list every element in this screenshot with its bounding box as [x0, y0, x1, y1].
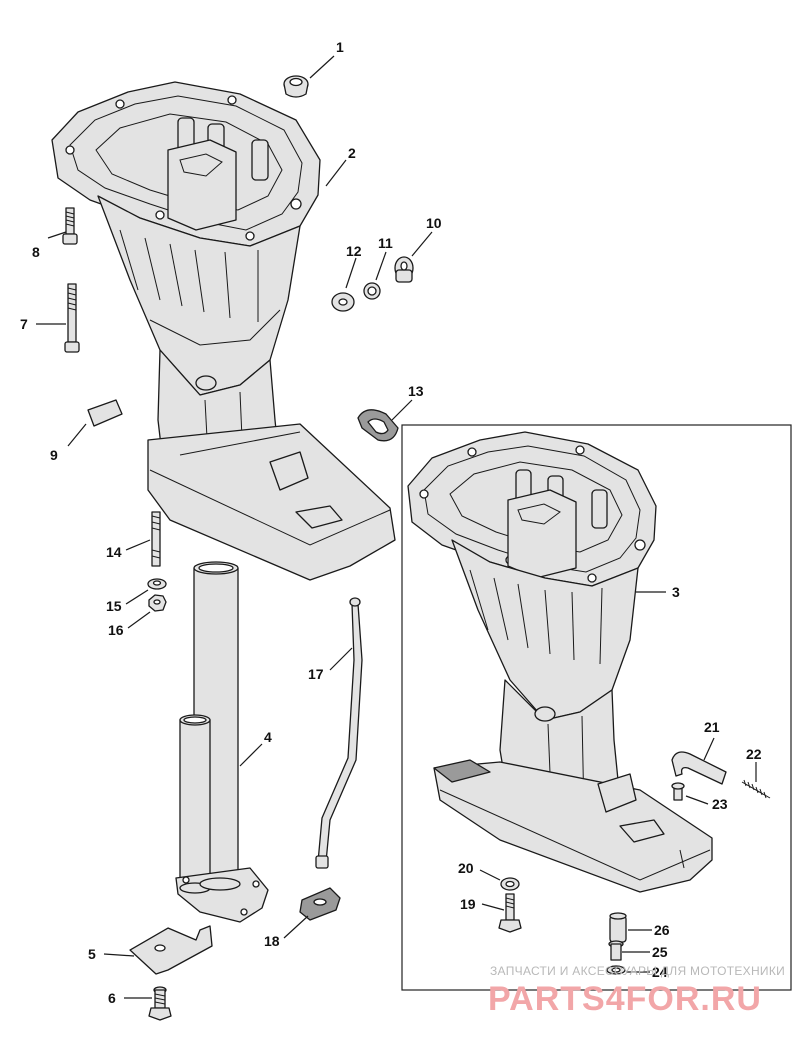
spring-part-22 [741, 779, 771, 799]
callout-labels: 1 2 3 4 5 6 7 8 9 10 11 12 13 14 15 16 1… [20, 39, 762, 1006]
washer-part-15 [147, 578, 167, 590]
callout-6: 6 [108, 990, 116, 1006]
driveshaft-housing-part-2 [51, 81, 396, 581]
leader-lines [36, 55, 757, 999]
water-tube-part-17 [315, 597, 363, 869]
callout-17: 17 [308, 666, 324, 682]
pin-part-25 [608, 940, 624, 961]
callout-11: 11 [378, 235, 393, 251]
long-bolt-part-7 [64, 283, 80, 353]
callout-24: 24 [652, 964, 668, 980]
callout-15: 15 [106, 598, 122, 614]
callout-2: 2 [348, 145, 356, 161]
callout-22: 22 [746, 746, 762, 762]
exhaust-tube-part-4 [175, 561, 269, 923]
lock-washer-part-11 [363, 282, 381, 300]
callout-7: 7 [20, 316, 28, 332]
callout-10: 10 [426, 215, 442, 231]
sleeve-part-26 [609, 912, 627, 943]
screw-part-6 [148, 986, 172, 1021]
stud-part-14 [151, 511, 161, 567]
fitting-part-10 [394, 256, 414, 283]
callout-3: 3 [672, 584, 680, 600]
callout-19: 19 [460, 896, 476, 912]
callout-1: 1 [336, 39, 344, 55]
callout-18: 18 [264, 933, 280, 949]
washer-part-20 [500, 877, 520, 891]
bolt-part-19 [498, 893, 522, 933]
grommet-part-18 [299, 887, 341, 921]
callout-20: 20 [458, 860, 474, 876]
watermark: ЗАПЧАСТИ И АКСЕССУАРЫ ДЛЯ МОТОТЕХНИКИ PA… [488, 964, 785, 1018]
bolt-part-8 [62, 207, 78, 245]
callout-21: 21 [704, 719, 720, 735]
inset-frame [401, 424, 792, 991]
watermark-caption: ЗАПЧАСТИ И АКСЕССУАРЫ ДЛЯ МОТОТЕХНИКИ [490, 964, 785, 978]
fitting-part-23 [671, 782, 685, 801]
driveshaft-housing-part-3 [407, 431, 713, 893]
callout-26: 26 [654, 922, 670, 938]
watermark-site-logo: PARTS4FOR.RU [488, 980, 762, 1018]
nut-part-16 [148, 594, 167, 612]
callout-12: 12 [346, 243, 362, 259]
callout-14: 14 [106, 544, 122, 560]
pad-part-9 [87, 399, 123, 427]
seal-part-13 [357, 409, 399, 442]
callout-25: 25 [652, 944, 668, 960]
callout-23: 23 [712, 796, 728, 812]
callout-5: 5 [88, 946, 96, 962]
bracket-part-5 [129, 925, 213, 975]
callout-8: 8 [32, 244, 40, 260]
washer-part-24 [606, 965, 626, 975]
grommet-part-1 [283, 75, 309, 98]
hose-part-21 [671, 751, 727, 785]
callout-13: 13 [408, 383, 424, 399]
callout-9: 9 [50, 447, 58, 463]
callout-16: 16 [108, 622, 124, 638]
washer-part-12 [331, 292, 355, 312]
callout-4: 4 [264, 729, 272, 745]
